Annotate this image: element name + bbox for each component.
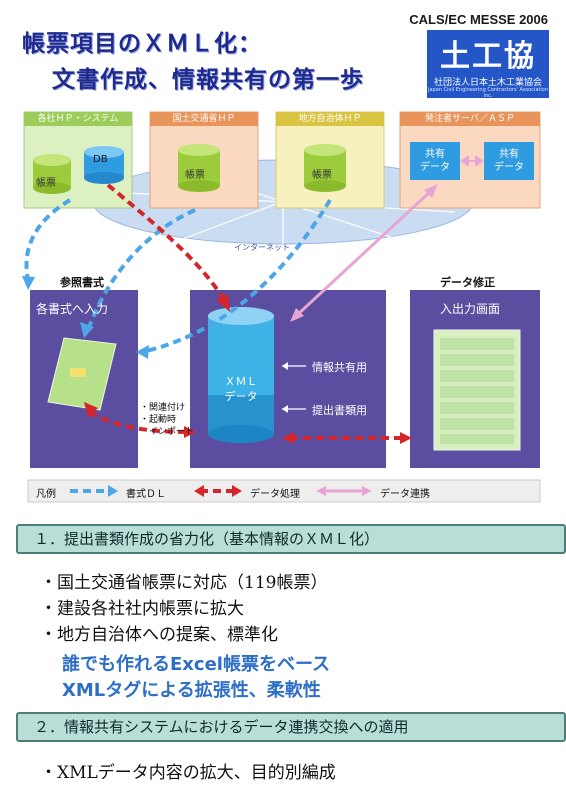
db-cylinder [84, 146, 124, 184]
form-label-mlit: 帳票 [185, 170, 205, 181]
source-header-local-gov: 地方自治体ＨＰ [298, 114, 362, 124]
legend-data-link: データ連携 [380, 489, 430, 500]
io-screen-title: 入出力画面 [440, 302, 501, 316]
section2-heading: ２．情報共有システムにおけるデータ連携交換への適用 [16, 712, 566, 742]
shared-data-label-2: 共有 データ [494, 149, 524, 173]
data-link-arrow [290, 184, 438, 322]
reference-form-title: 各書式へ入力 [36, 302, 109, 316]
form-input-cell [70, 368, 86, 377]
annotation-import: インポート [140, 427, 195, 437]
section1-highlight-1: 誰でも作れるExcel帳票をベース [62, 654, 331, 675]
logo-english-name: Japan Civil Engineering Contractors' Ass… [428, 87, 548, 99]
form-label-local-gov: 帳票 [312, 170, 332, 181]
section1-bullet-2: ・建設各社社内帳票に拡大 [40, 599, 244, 619]
annotation-startup: ・起動時 [140, 415, 177, 425]
source-header-asp: 発注者サーバ／ＡＳＰ [425, 114, 515, 124]
annotation-link: ・関連付け [140, 403, 186, 413]
section1-bullet-3: ・地方自治体への提案、標準化 [40, 625, 278, 645]
section2-bullet-1: ・XMLデータ内容の拡大、目的別編成 [40, 763, 336, 783]
shared-data-label-1: 共有 データ [420, 149, 450, 173]
legend-data-processing: データ処理 [250, 489, 300, 500]
xml-data-cylinder [208, 307, 274, 443]
section1-highlight-2: XMLタグによる拡張性、柔軟性 [62, 680, 321, 701]
source-header-company: 各社ＨＰ・システム [37, 114, 119, 124]
legend-box [27, 479, 541, 503]
source-header-mlit: 国土交通省ＨＰ [172, 114, 236, 124]
reference-form-label: 参照書式 [60, 276, 104, 289]
logo-org-name: 社団法人日本土木工業協会 [433, 78, 542, 88]
data-edit-label: データ修正 [440, 276, 495, 289]
legend-title: 凡例 [36, 489, 56, 500]
process-annotations: ・関連付け ・起動時 インポート [140, 402, 194, 438]
form-cylinder-3 [304, 144, 346, 192]
legend-form-dl: 書式ＤＬ [126, 489, 166, 500]
section1-bullet-1: ・国土交通省帳票に対応（119帳票） [40, 573, 328, 593]
shared-data-box-2 [484, 142, 534, 180]
form-cylinder-1 [33, 154, 71, 194]
form-dl-arrows [24, 198, 332, 354]
internet-label: インターネット [234, 243, 290, 252]
shared-data-sync-arrow [460, 155, 484, 167]
title-line-1: 帳票項目のＸＭＬ化： [22, 31, 262, 57]
logo-mark: 土工協 [440, 39, 536, 74]
event-name: CALS/EC MESSE 2006 [409, 12, 548, 27]
form-cylinder-2 [178, 144, 220, 192]
db-label: DB [93, 154, 108, 165]
title-line-2: 文書作成、情報共有の第一歩 [52, 67, 364, 93]
form-label-company: 帳票 [36, 178, 56, 189]
shared-data-box-1 [410, 142, 460, 180]
association-logo: 土工協 社団法人日本土木工業協会 Japan Civil Engineering… [427, 30, 549, 99]
submission-docs-label: 提出書類用 [312, 404, 367, 417]
diagram-graphics [22, 111, 541, 503]
info-share-label: 情報共有用 [312, 361, 367, 374]
data-processing-arrows [88, 183, 402, 440]
xml-data-label: ＸＭＬ データ [224, 375, 258, 403]
section1-heading: １．提出書類作成の省力化（基本情報のＸＭＬ化） [16, 524, 566, 554]
